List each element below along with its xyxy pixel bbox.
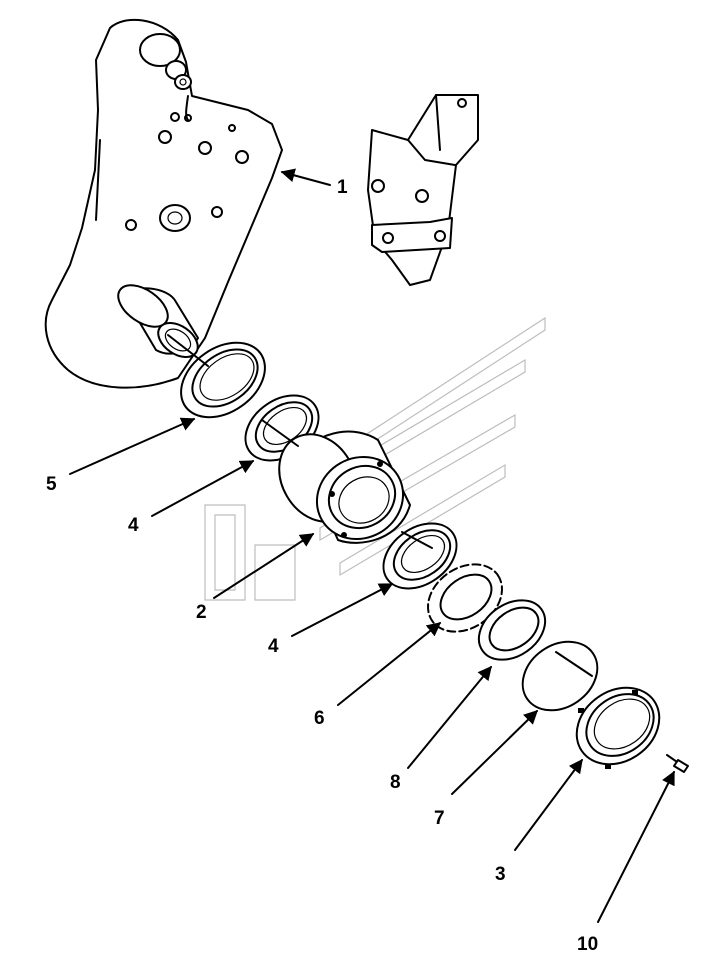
screw-part-10 — [666, 754, 689, 773]
callout-2: 2 — [196, 602, 207, 623]
gasket-part-7 — [521, 640, 599, 712]
callout-6: 6 — [314, 708, 325, 729]
leader-lines — [69, 168, 675, 923]
mounting-bracket — [367, 94, 479, 286]
callout-8: 8 — [390, 772, 401, 793]
callout-5: 5 — [46, 474, 57, 495]
callout-4-lower: 4 — [268, 636, 279, 657]
nut-part-8 — [477, 599, 547, 661]
hub-part-2 — [278, 430, 411, 544]
callout-4-upper: 4 — [128, 515, 139, 536]
callout-7: 7 — [434, 808, 445, 829]
callout-1: 1 — [337, 177, 348, 198]
callout-10: 10 — [577, 934, 598, 955]
tab-washer-part-6 — [426, 563, 504, 633]
bearing-part-4-lower — [382, 522, 458, 590]
callout-3: 3 — [495, 864, 506, 885]
bracket-arm-part-1 — [44, 18, 283, 389]
hub-cap-part-3 — [575, 686, 661, 769]
assembly-axis-line — [167, 334, 593, 677]
